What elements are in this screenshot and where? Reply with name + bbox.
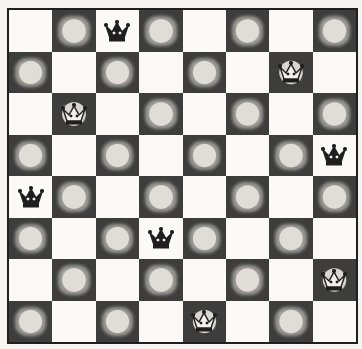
board-square[interactable] [269, 176, 312, 218]
board-square[interactable] [52, 259, 95, 301]
board-square[interactable] [183, 52, 226, 94]
board-square[interactable] [96, 301, 139, 343]
board-square[interactable] [52, 93, 95, 135]
board-square[interactable] [9, 176, 52, 218]
board-square[interactable] [9, 301, 52, 343]
board-square[interactable] [9, 259, 52, 301]
board-square[interactable] [96, 176, 139, 218]
board-square[interactable] [313, 218, 356, 260]
queen-icon[interactable] [191, 309, 217, 333]
board-square[interactable] [269, 259, 312, 301]
board-square[interactable] [139, 135, 182, 177]
queen-icon[interactable] [278, 60, 304, 84]
board-square[interactable] [96, 10, 139, 52]
board-square[interactable] [226, 10, 269, 52]
board-square[interactable] [139, 301, 182, 343]
board-square[interactable] [139, 52, 182, 94]
board-square[interactable] [269, 93, 312, 135]
chess-board [7, 8, 358, 344]
board-square[interactable] [52, 218, 95, 260]
board-square[interactable] [226, 259, 269, 301]
board-square[interactable] [96, 259, 139, 301]
board-square[interactable] [9, 93, 52, 135]
board-square[interactable] [183, 93, 226, 135]
queen-icon[interactable] [61, 102, 87, 126]
board-square[interactable] [269, 218, 312, 260]
board-square[interactable] [139, 93, 182, 135]
board-square[interactable] [9, 10, 52, 52]
board-square[interactable] [52, 135, 95, 177]
board-square[interactable] [226, 301, 269, 343]
queen-icon[interactable] [104, 19, 130, 43]
board-square[interactable] [52, 10, 95, 52]
board-square[interactable] [313, 135, 356, 177]
board-square[interactable] [52, 176, 95, 218]
board-square[interactable] [96, 52, 139, 94]
board-square[interactable] [139, 176, 182, 218]
queen-icon[interactable] [18, 185, 44, 209]
board-square[interactable] [52, 301, 95, 343]
board-square[interactable] [183, 135, 226, 177]
board-square[interactable] [313, 52, 356, 94]
board-square[interactable] [9, 135, 52, 177]
board-square[interactable] [313, 259, 356, 301]
board-square[interactable] [269, 10, 312, 52]
board-square[interactable] [313, 301, 356, 343]
queen-icon[interactable] [321, 268, 347, 292]
board-square[interactable] [269, 135, 312, 177]
board-square[interactable] [183, 259, 226, 301]
board-square[interactable] [313, 176, 356, 218]
board-square[interactable] [139, 10, 182, 52]
board-square[interactable] [139, 259, 182, 301]
board-square[interactable] [139, 218, 182, 260]
board-square[interactable] [96, 135, 139, 177]
board-square[interactable] [52, 52, 95, 94]
queen-icon[interactable] [148, 226, 174, 250]
board-square[interactable] [269, 52, 312, 94]
board-square[interactable] [9, 218, 52, 260]
board-square[interactable] [269, 301, 312, 343]
board-square[interactable] [96, 218, 139, 260]
board-square[interactable] [183, 218, 226, 260]
board-square[interactable] [226, 218, 269, 260]
board-square[interactable] [313, 10, 356, 52]
queen-icon[interactable] [321, 143, 347, 167]
board-square[interactable] [226, 93, 269, 135]
board-square[interactable] [226, 135, 269, 177]
board-square[interactable] [183, 301, 226, 343]
board-square[interactable] [183, 10, 226, 52]
board-square[interactable] [9, 52, 52, 94]
board-square[interactable] [313, 93, 356, 135]
board-square[interactable] [226, 52, 269, 94]
board-square[interactable] [226, 176, 269, 218]
board-square[interactable] [183, 176, 226, 218]
board-square[interactable] [96, 93, 139, 135]
